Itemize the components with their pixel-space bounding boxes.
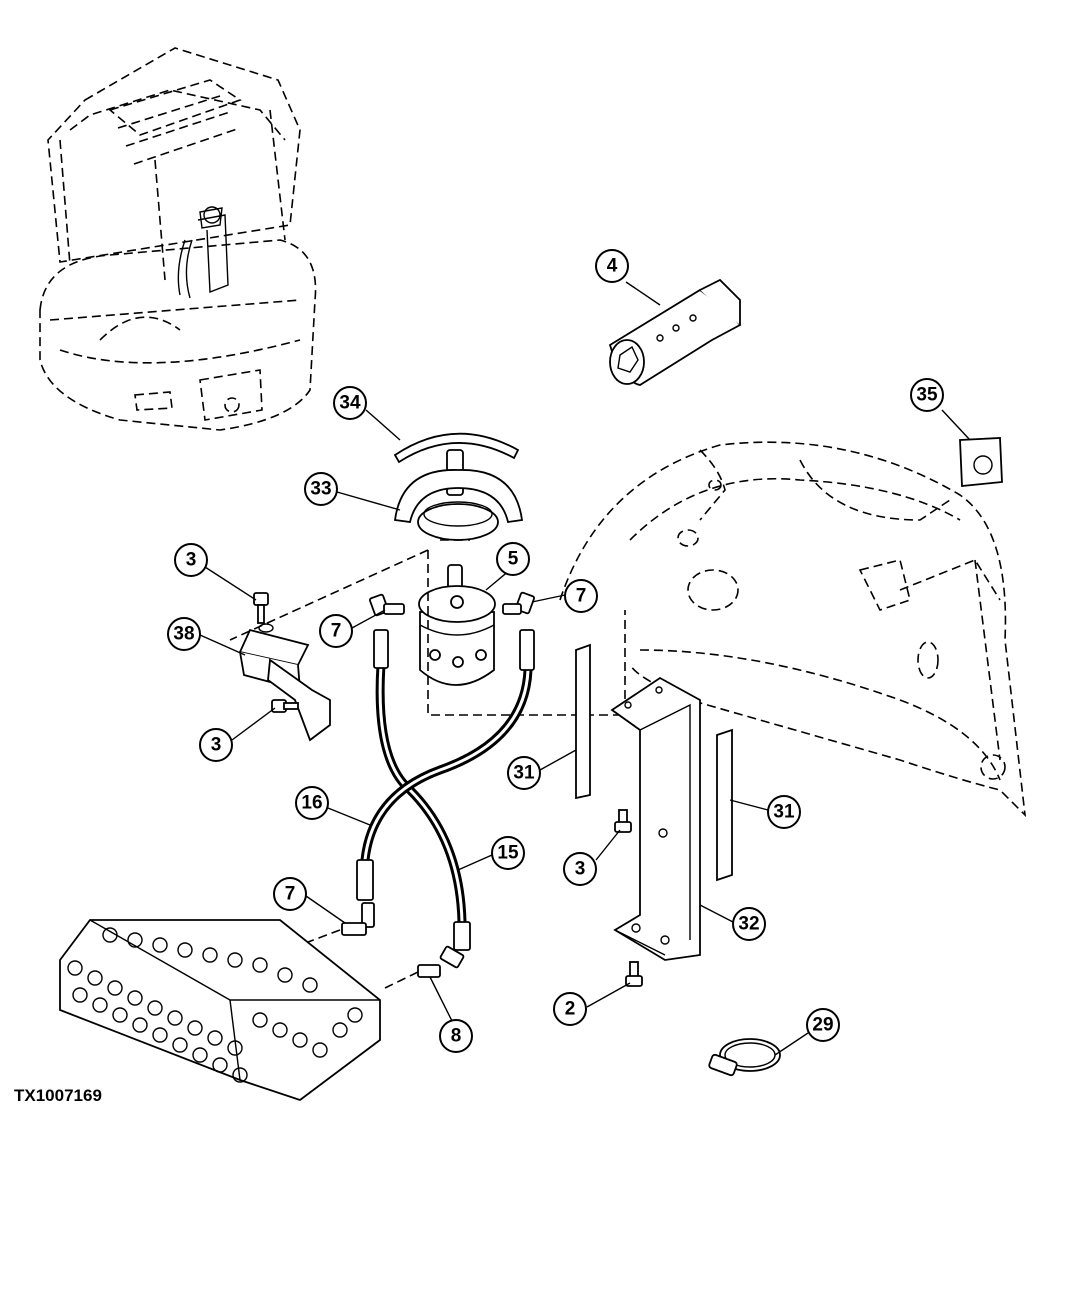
part-3-bolt-lower [271, 699, 299, 713]
svg-text:7: 7 [576, 586, 587, 607]
callout-29: 29 [806, 1008, 840, 1042]
callout-33: 33 [304, 472, 338, 506]
part-8-fitting [417, 945, 465, 978]
callout-38: 38 [167, 617, 201, 651]
part-7-fitting-left [369, 593, 405, 617]
svg-text:33: 33 [310, 479, 331, 500]
leader-lines [199, 281, 971, 1056]
callout-31-left: 31 [507, 756, 541, 790]
svg-text:32: 32 [738, 914, 759, 935]
part-7-fitting-lower [341, 902, 375, 936]
callout-32: 32 [732, 907, 766, 941]
svg-text:38: 38 [173, 624, 194, 645]
svg-text:7: 7 [331, 621, 342, 642]
part-34-cover [393, 432, 520, 464]
callout-2: 2 [553, 992, 587, 1026]
part-5-accumulator [418, 564, 496, 686]
callout-16: 16 [295, 786, 329, 820]
svg-text:3: 3 [575, 859, 586, 880]
callout-5: 5 [496, 542, 530, 576]
callout-3-upper: 3 [174, 543, 208, 577]
callouts: 34 33 5 7 7 3 38 3 16 15 7 8 31 31 3 32 … [167, 249, 944, 1053]
callout-7-right: 7 [564, 579, 598, 613]
excavator-overview [39, 47, 317, 431]
svg-text:16: 16 [301, 793, 322, 814]
part-35-decal [959, 437, 1003, 487]
svg-text:34: 34 [339, 393, 361, 414]
callout-7-left: 7 [319, 614, 353, 648]
part-3-bolt-right [614, 809, 632, 833]
callout-4: 4 [595, 249, 629, 283]
callout-3-middle: 3 [199, 728, 233, 762]
side-cover [559, 441, 1027, 818]
svg-text:5: 5 [508, 549, 519, 570]
part-31-strip-right [716, 728, 733, 882]
part-33-bracket [393, 449, 524, 541]
part-3-bolt-upper [253, 592, 269, 624]
callout-15: 15 [491, 836, 525, 870]
part-7-fitting-right [502, 591, 535, 615]
callout-35: 35 [910, 378, 944, 412]
callout-34: 34 [333, 386, 367, 420]
control-valve [59, 919, 381, 1102]
part-29-clamp [708, 1038, 781, 1077]
part-4-socket [608, 278, 742, 386]
part-2-bolt [625, 961, 643, 987]
svg-text:4: 4 [607, 256, 618, 277]
svg-text:31: 31 [513, 763, 535, 784]
svg-text:31: 31 [773, 802, 795, 823]
callout-8: 8 [439, 1019, 473, 1053]
svg-text:7: 7 [285, 884, 296, 905]
svg-text:35: 35 [916, 385, 938, 406]
svg-text:29: 29 [812, 1015, 833, 1036]
callout-3-right: 3 [563, 852, 597, 886]
part-38-bracket [238, 623, 331, 742]
hoses [356, 629, 535, 951]
svg-text:3: 3 [211, 735, 222, 756]
part-32-bracket [610, 676, 701, 961]
part-31-strip-left [575, 643, 591, 800]
svg-text:15: 15 [497, 843, 519, 864]
figure-id: TX1007169 [14, 1086, 102, 1105]
svg-text:8: 8 [451, 1026, 462, 1047]
svg-text:3: 3 [186, 550, 197, 571]
callout-31-right: 31 [767, 795, 801, 829]
callout-7-lower: 7 [273, 877, 307, 911]
svg-text:2: 2 [565, 999, 576, 1020]
